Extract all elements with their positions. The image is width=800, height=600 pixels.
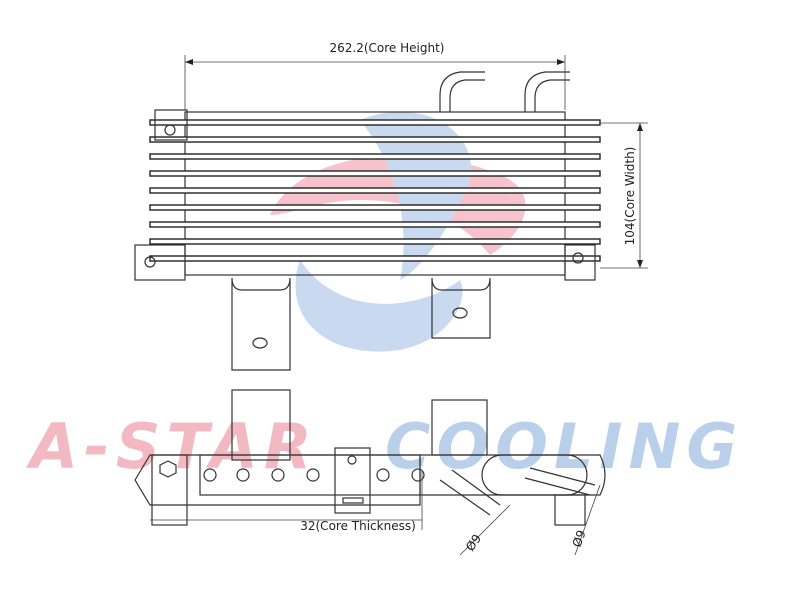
side-view: 32(Core Thickness) Ø9 Ø9 <box>134 389 606 556</box>
watermark-logo <box>270 111 526 352</box>
core-thickness-label: 32(Core Thickness) <box>300 519 416 533</box>
core-width-label: 104(Core Width) <box>623 147 637 246</box>
fins <box>149 119 601 262</box>
watermark-cooling: COOLING <box>385 410 743 483</box>
pipe-diameter-label-2: Ø9 <box>570 528 589 549</box>
top-view: 262.2(Core Height) <box>134 41 648 371</box>
core-height-label: 262.2(Core Height) <box>330 41 445 55</box>
watermark-a-star: A-STAR <box>25 410 318 483</box>
bolt-holes <box>203 468 425 482</box>
pipe-diameter-label-1: Ø9 <box>463 532 484 554</box>
